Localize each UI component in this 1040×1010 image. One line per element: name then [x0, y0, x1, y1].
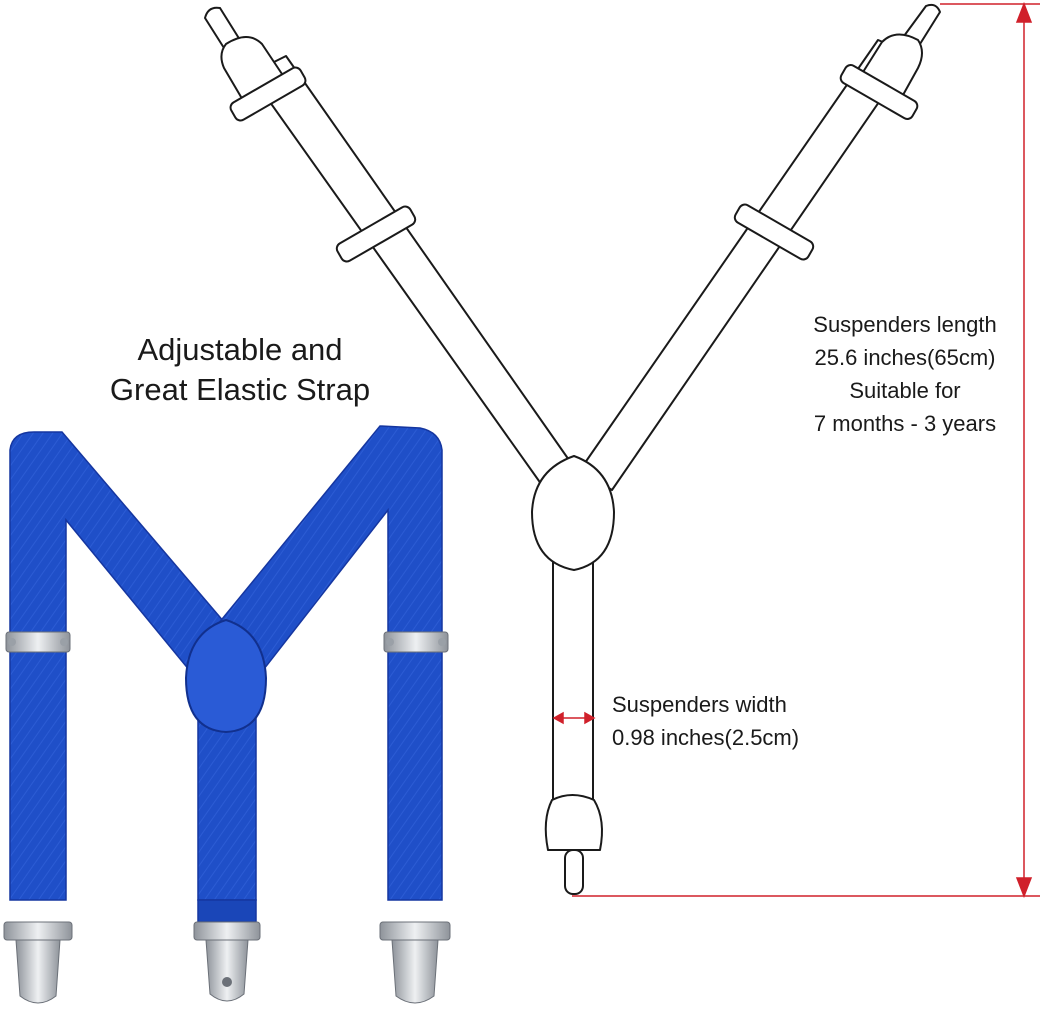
back-strap-outline: [552, 547, 594, 811]
length-arrow-top: [1015, 1, 1033, 23]
length-spec-line-4: 7 months - 3 years: [813, 411, 997, 436]
bottom-clip-tip: [564, 849, 584, 895]
left-slider-top: [229, 66, 307, 122]
width-spec-line-1: Suspenders width: [612, 692, 787, 717]
right-slider-top: [839, 64, 919, 120]
right-slider-mid: [733, 203, 815, 261]
width-spec: Suspenders width 0.98 inches(2.5cm): [612, 688, 799, 754]
center-metal-clip: [193, 921, 261, 1002]
left-adjuster-slider: [5, 631, 71, 653]
length-spec: Suspenders length 25.6 inches(65cm) Suit…: [790, 308, 1020, 440]
width-arrow-left: [552, 711, 564, 725]
length-spec-line-1: Suspenders length: [813, 312, 997, 337]
length-arrow-bottom: [1015, 877, 1033, 899]
blue-y-back-suspenders: [3, 425, 451, 1004]
left-slider-mid: [335, 205, 417, 263]
left-metal-clip: [3, 921, 73, 1004]
width-arrow-right: [584, 711, 596, 725]
blue-back-strap-hem: [197, 899, 257, 923]
length-spec-line-2: 25.6 inches(65cm): [814, 345, 996, 370]
bottom-clip-body: [544, 794, 603, 851]
blue-leather-patch: [184, 618, 268, 734]
width-spec-line-2: 0.98 inches(2.5cm): [612, 725, 800, 750]
left-clip-tip: [204, 6, 241, 49]
headline-line-1: Adjustable and: [137, 332, 343, 367]
leather-patch-outline: [531, 455, 615, 571]
length-spec-line-3: Suitable for: [849, 378, 961, 403]
right-clip-tip: [903, 3, 941, 45]
right-adjuster-slider: [383, 631, 449, 653]
right-metal-clip: [379, 921, 451, 1004]
blue-back-strap: [197, 709, 257, 901]
headline-line-2: Great Elastic Strap: [109, 372, 371, 407]
headline: Adjustable and Great Elastic Strap: [90, 330, 390, 410]
